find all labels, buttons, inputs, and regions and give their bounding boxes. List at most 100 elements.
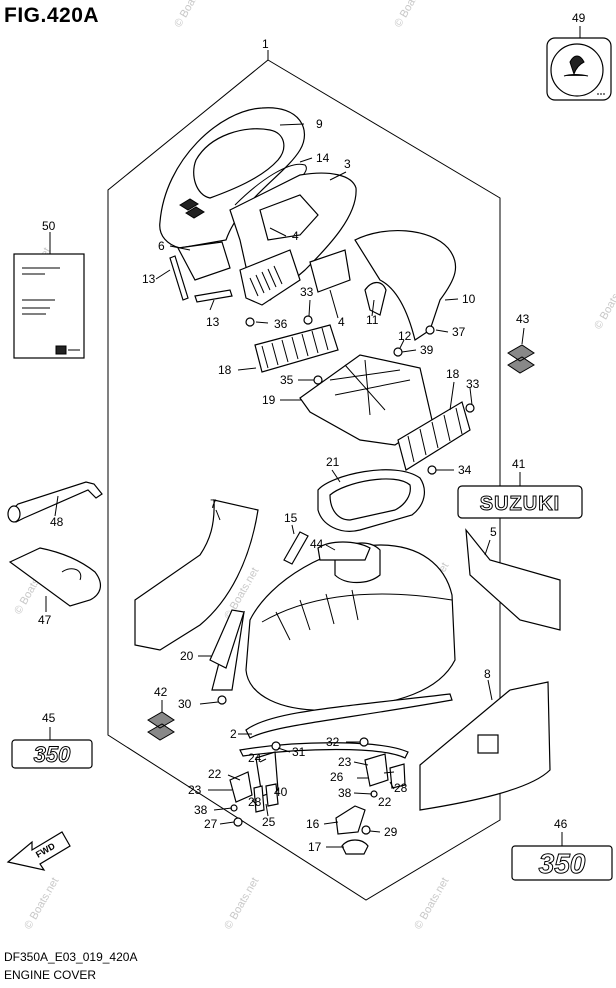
watermark-text: © Boats.net xyxy=(392,0,431,29)
latch-part xyxy=(265,783,279,807)
trim-strip-part xyxy=(169,255,189,301)
duct-liner-part xyxy=(364,281,387,316)
callout-20: 20 xyxy=(180,649,194,663)
owner-manual-part xyxy=(13,253,85,359)
callout-44: 44 xyxy=(310,537,324,551)
callout-43: 43 xyxy=(516,312,530,326)
hp-decal-small-text: 350 xyxy=(34,742,71,767)
callout-5: 5 xyxy=(490,525,497,539)
callout-22b: 22 xyxy=(378,795,392,809)
side-panel-left-part xyxy=(134,499,259,651)
callout-labels: 1 9 14 3 4 6 13 13 33 36 4 11 10 37 12 3… xyxy=(38,11,586,854)
grille-part xyxy=(177,241,231,281)
cover-gasket-part xyxy=(245,693,453,739)
leader-lines xyxy=(45,26,581,848)
callout-27: 27 xyxy=(204,817,218,831)
tool-bag-part xyxy=(8,547,102,607)
callout-19: 19 xyxy=(262,393,276,407)
handle-cap-part xyxy=(341,839,369,855)
callout-40: 40 xyxy=(274,785,288,799)
watermark-text: © Boats.net xyxy=(592,276,616,332)
trim-strip-part xyxy=(194,289,233,303)
bracket-part xyxy=(209,609,245,669)
callout-41: 41 xyxy=(512,457,526,471)
callout-2: 2 xyxy=(230,727,237,741)
retainer-part xyxy=(317,541,371,561)
side-panel-right-part xyxy=(465,528,561,631)
suzuki-name-decal: SUZUKI xyxy=(457,485,583,519)
callout-34: 34 xyxy=(458,463,472,477)
handle-part xyxy=(335,805,366,835)
filter-ribs xyxy=(261,327,329,369)
cover-bottom-edge-part xyxy=(239,742,409,759)
callout-28a: 28 xyxy=(248,795,262,809)
hp-decal-large-text: 350 xyxy=(539,848,586,879)
callout-36: 36 xyxy=(274,317,288,331)
callout-23a: 23 xyxy=(188,783,202,797)
latch-part xyxy=(389,763,406,789)
cover-plate-part xyxy=(309,249,351,293)
callout-10: 10 xyxy=(462,292,476,306)
callout-25: 25 xyxy=(262,815,276,829)
hp-350-decal-large: 350 xyxy=(511,845,613,881)
hp-350-decal-small: 350 xyxy=(11,739,93,769)
callout-9: 9 xyxy=(316,117,323,131)
callout-21: 21 xyxy=(326,455,340,469)
callout-35: 35 xyxy=(280,373,294,387)
diagram-code: DF350A_E03_019_420A xyxy=(4,950,138,964)
callout-30: 30 xyxy=(178,697,192,711)
callout-3: 3 xyxy=(344,157,351,171)
hardware xyxy=(217,315,475,835)
callout-32: 32 xyxy=(326,735,340,749)
callout-33a: 33 xyxy=(300,285,314,299)
callout-13a: 13 xyxy=(142,272,156,286)
latch-part xyxy=(364,753,389,787)
callout-12: 12 xyxy=(398,329,412,343)
callout-18b: 18 xyxy=(446,367,460,381)
watermark-text: © Boats.net xyxy=(22,876,61,932)
callout-1: 1 xyxy=(262,37,269,51)
suzuki-logo-icon xyxy=(179,198,205,219)
round-emblem-decal xyxy=(546,37,612,101)
callout-49: 49 xyxy=(572,11,586,25)
filter-ribs xyxy=(407,407,463,463)
callout-16: 16 xyxy=(306,817,320,831)
callout-28b: 28 xyxy=(394,781,408,795)
callout-45: 45 xyxy=(42,711,56,725)
bushing-part xyxy=(283,531,309,565)
callout-42: 42 xyxy=(154,685,168,699)
callout-24: 24 xyxy=(248,751,262,765)
filter-element-part xyxy=(397,401,471,471)
cover-panel-part xyxy=(239,249,301,306)
diagram-name: ENGINE COVER xyxy=(4,968,97,982)
figure-title: FIG.420A xyxy=(4,4,100,27)
assembly-outline xyxy=(107,59,501,901)
callout-26: 26 xyxy=(330,770,344,784)
callout-23b: 23 xyxy=(338,755,352,769)
vent-slats xyxy=(249,265,283,297)
callout-4b: 4 xyxy=(338,315,345,329)
callout-39: 39 xyxy=(420,343,434,357)
callout-47: 47 xyxy=(38,613,52,627)
callout-11: 11 xyxy=(366,313,379,327)
callout-38a: 38 xyxy=(194,803,208,817)
callout-22a: 22 xyxy=(208,767,222,781)
callout-8: 8 xyxy=(484,667,491,681)
callout-50: 50 xyxy=(42,219,56,233)
callout-33b: 33 xyxy=(466,377,480,391)
latch-part xyxy=(229,771,253,803)
watermarks: © Boats.net © Boats.net © Boats.net © Bo… xyxy=(12,0,616,932)
filter-element-part xyxy=(254,324,339,373)
fwd-direction-arrow-icon: FWD xyxy=(6,831,71,871)
callout-37: 37 xyxy=(452,325,466,339)
callout-13b: 13 xyxy=(206,315,220,329)
callout-15: 15 xyxy=(284,511,298,525)
callout-48: 48 xyxy=(50,515,64,529)
callout-7: 7 xyxy=(210,497,217,511)
callout-29: 29 xyxy=(384,825,398,839)
watermark-text: © Boats.net xyxy=(412,876,451,932)
wrench-tool-part xyxy=(9,481,103,523)
callout-18a: 18 xyxy=(218,363,232,377)
callout-14: 14 xyxy=(316,151,330,165)
